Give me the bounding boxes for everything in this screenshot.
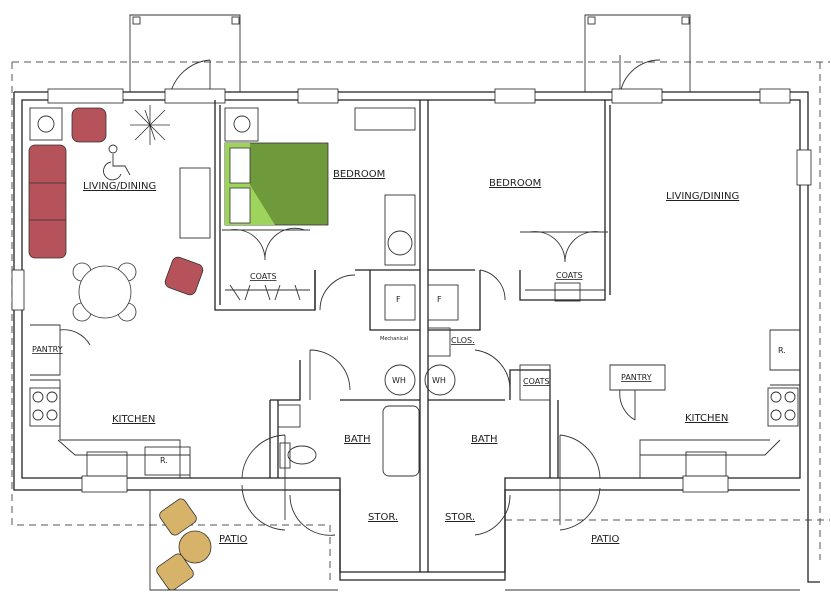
patio-furniture <box>156 498 212 591</box>
room-label-coats-left: COATS <box>250 272 277 281</box>
room-label-living-right: LIVING/DINING <box>666 191 739 202</box>
interior-walls-right <box>427 100 800 536</box>
room-label-bedroom-left: BEDROOM <box>333 169 385 180</box>
room-label-coats-bedroom-right: COATS <box>556 271 583 280</box>
interior-walls-left <box>30 100 420 536</box>
water-heater-label-left: WH <box>392 376 406 385</box>
mechanical-label: Mechanical <box>380 336 408 342</box>
roof-outline <box>11 61 830 560</box>
room-label-bedroom-right: BEDROOM <box>489 178 541 189</box>
fridge-label-left: R. <box>160 456 168 465</box>
room-label-storage-left: STOR. <box>368 512 398 523</box>
roof-outline-bottom <box>150 519 830 585</box>
wheelchair-accessible-icon <box>103 144 131 181</box>
fridge-label-right: R. <box>778 346 786 355</box>
water-heater-label-right: WH <box>432 376 446 385</box>
room-label-pantry-left: PANTRY <box>32 345 63 354</box>
armchair <box>71 107 107 143</box>
dining-table <box>72 262 137 322</box>
furniture <box>28 105 329 591</box>
rocking-chair <box>164 256 204 296</box>
windows <box>11 88 812 493</box>
room-label-patio-right: PATIO <box>591 534 620 545</box>
room-label-bath-right: BATH <box>471 434 498 445</box>
room-label-coats-right: COATS <box>523 377 550 386</box>
furnace-label-left: F <box>396 295 401 304</box>
room-label-living-left: LIVING/DINING <box>83 181 156 192</box>
room-label-storage-right: STOR. <box>445 512 475 523</box>
room-label-kitchen-left: KITCHEN <box>112 414 155 425</box>
entry-porch-left <box>129 14 241 96</box>
room-label-bath-left: BATH <box>344 434 371 445</box>
fixtures <box>29 107 799 477</box>
plant <box>130 105 170 145</box>
room-label-patio-left: PATIO <box>219 534 248 545</box>
room-label-kitchen-right: KITCHEN <box>685 413 728 424</box>
exterior-walls <box>13 91 820 583</box>
furnace-label-right: F <box>437 295 442 304</box>
room-label-closet-right: CLOS. <box>451 336 475 345</box>
entry-porch-right <box>584 14 691 96</box>
sofa <box>28 144 67 259</box>
patio-left <box>149 490 338 591</box>
room-label-pantry-right: PANTRY <box>621 373 652 382</box>
